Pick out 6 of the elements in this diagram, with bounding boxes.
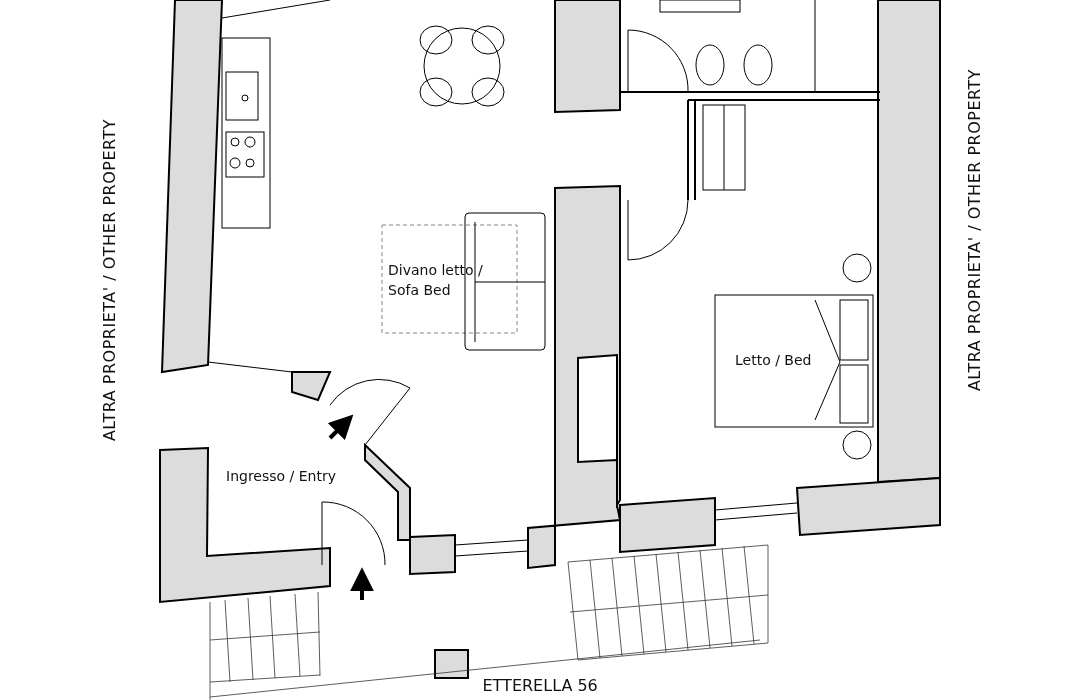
room-label: Letto / Bed [735,351,812,370]
room-label: Divano letto / Sofa Bed [388,261,484,300]
street-label: ETTERELLA 56 [482,676,598,696]
room-label: Ingresso / Entry [226,467,336,486]
boundary-label: ALTRA PROPRIETA' / OTHER PROPERTY [965,68,986,392]
boundary-label: ALTRA PROPRIETA' / OTHER PROPERTY [100,118,121,442]
